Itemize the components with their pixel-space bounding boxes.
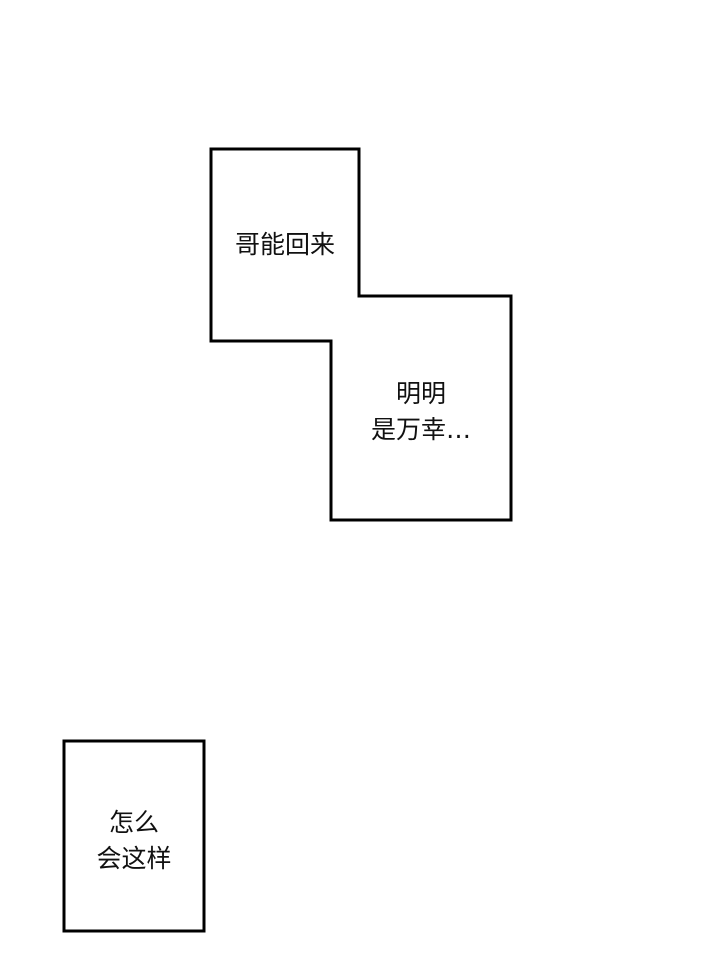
caption-line: 明明 <box>395 379 446 408</box>
caption-line: 怎么 <box>108 808 159 837</box>
caption-box-bottom <box>62 739 206 933</box>
caption-line: 是万幸… <box>370 415 471 444</box>
caption-line: 哥能回来 <box>234 230 335 259</box>
caption-box-stepped <box>209 147 513 522</box>
caption-text-2: 明明 是万幸… <box>331 376 511 448</box>
caption-text-1: 哥能回来 <box>211 227 359 263</box>
caption-text-3: 怎么 会这样 <box>64 805 204 877</box>
caption-line: 会这样 <box>96 844 172 873</box>
